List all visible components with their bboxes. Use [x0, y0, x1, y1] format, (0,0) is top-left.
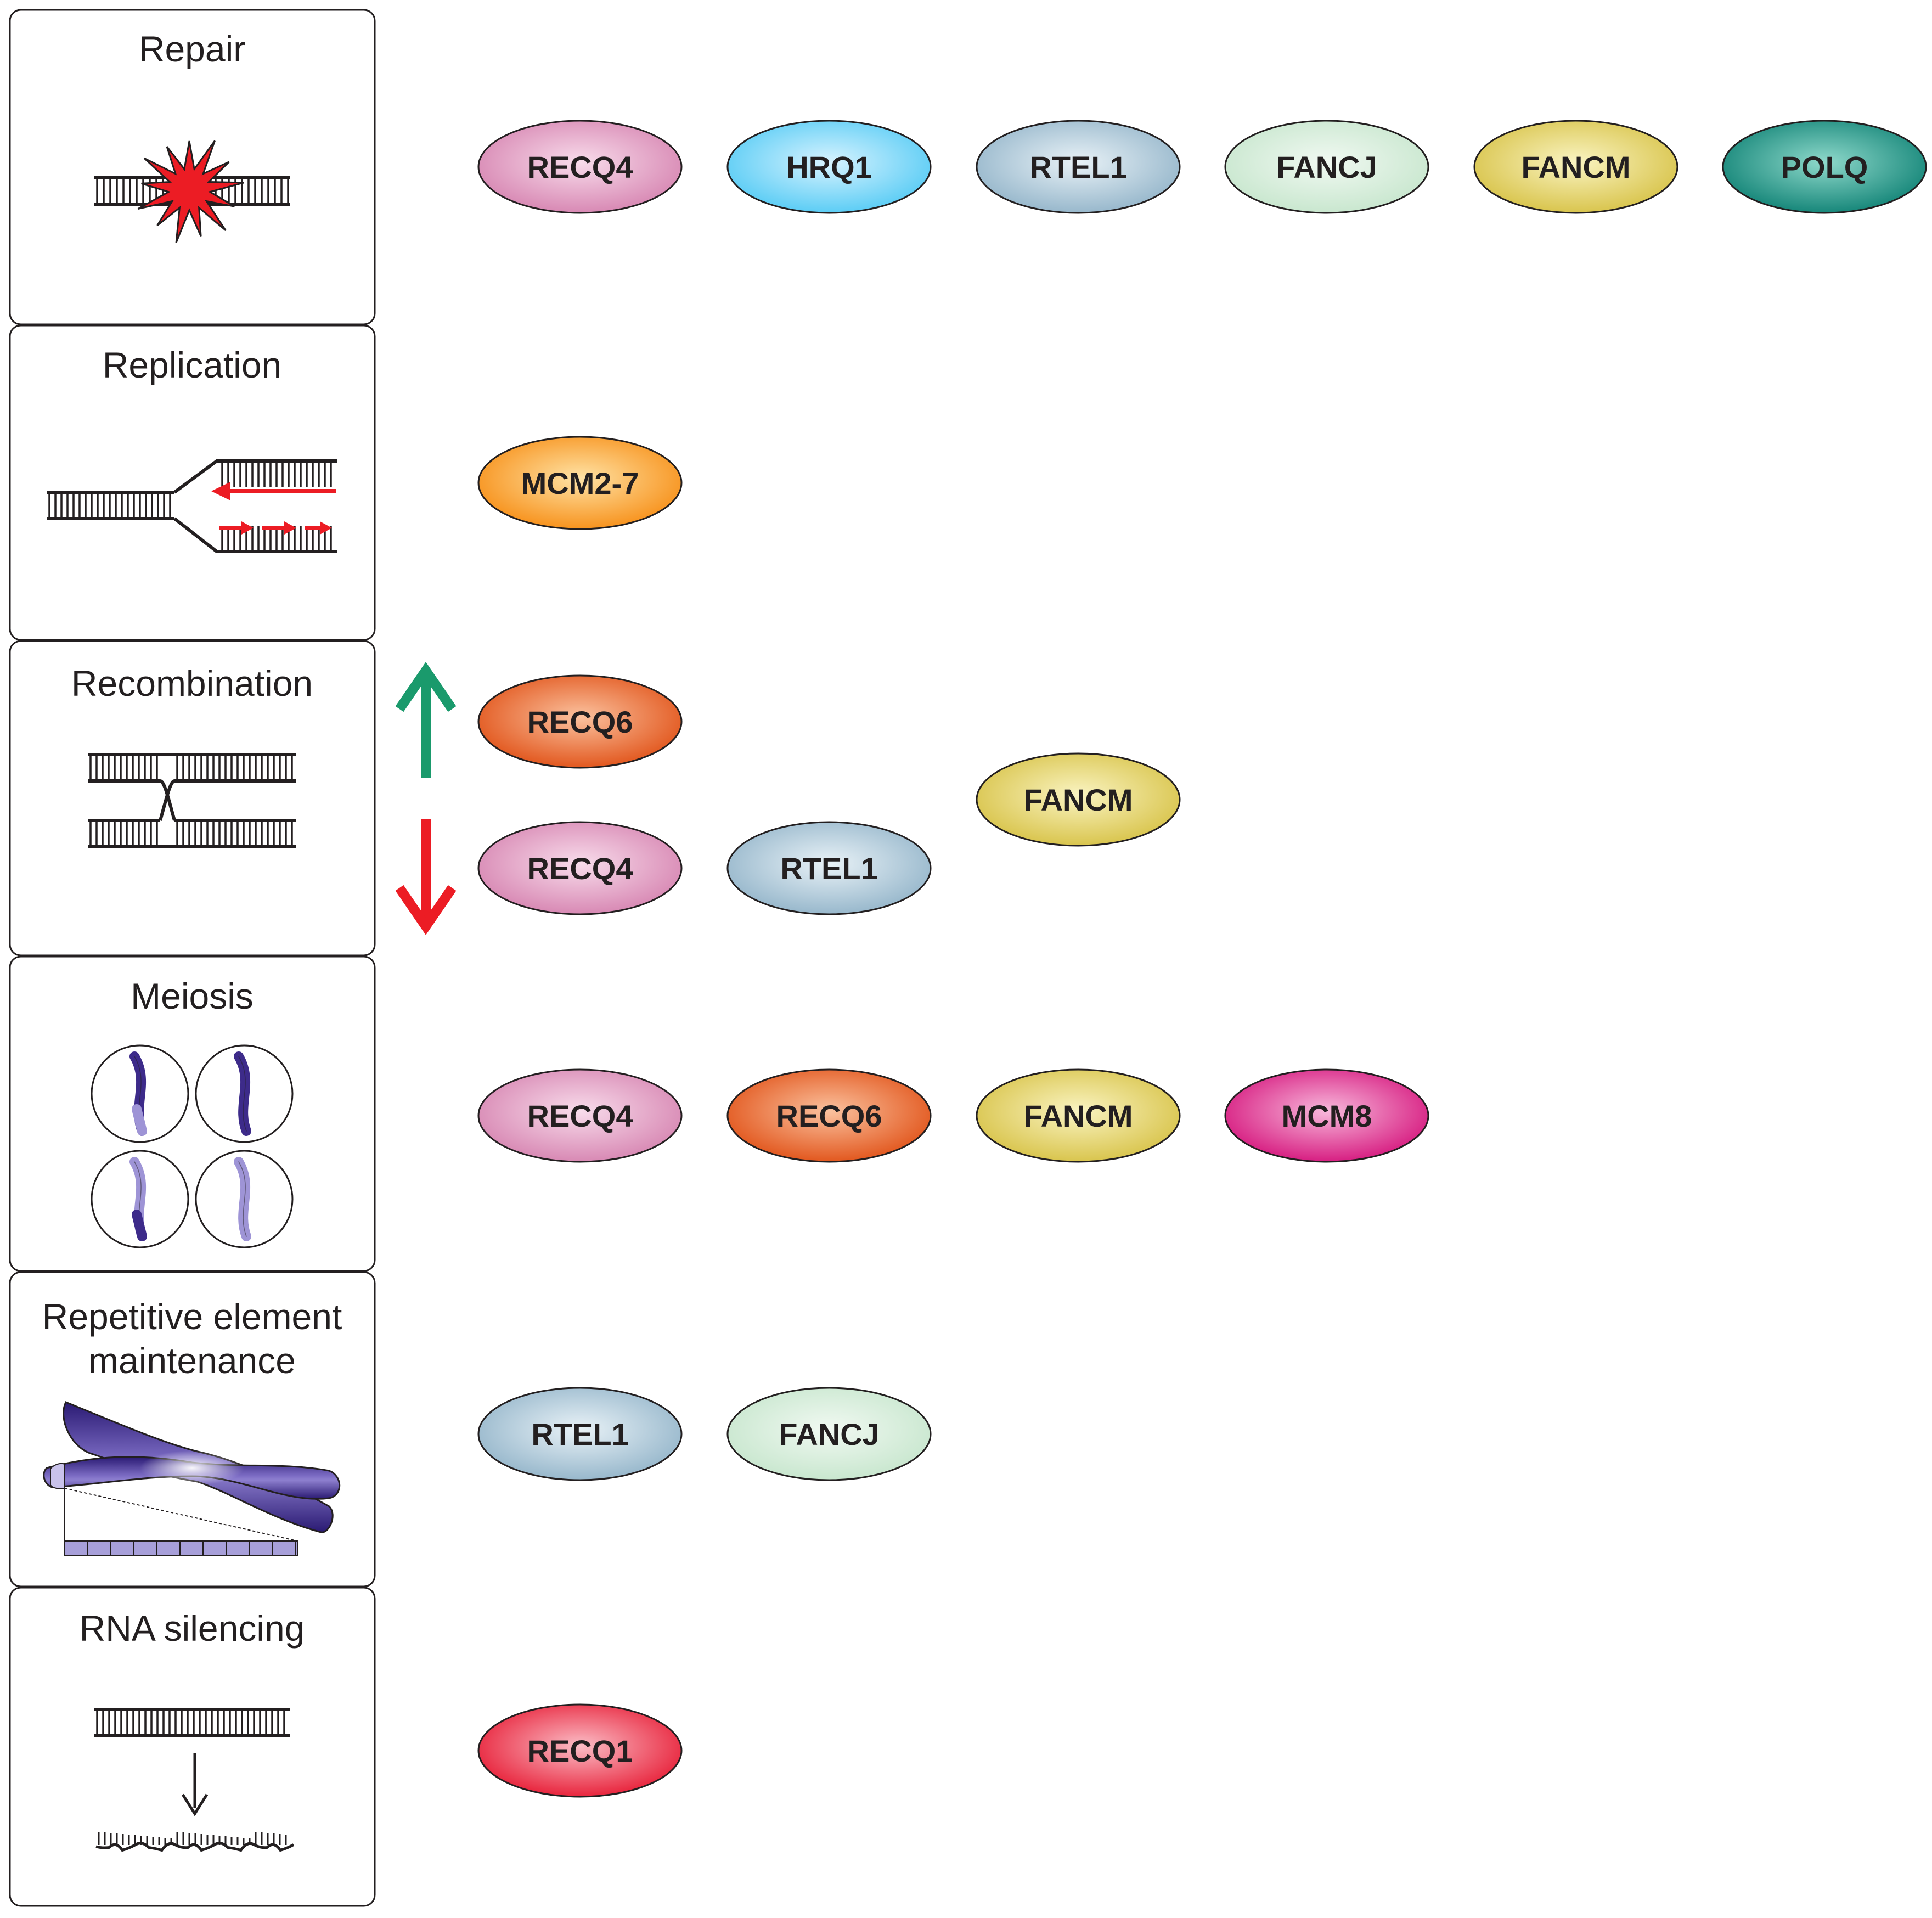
section-title-recombination: Recombination: [71, 663, 313, 704]
helicase-fancm-pill: FANCM: [976, 1068, 1181, 1163]
helicase-recq6-pill: RECQ6: [726, 1068, 932, 1163]
section-panel-replication: Replication: [9, 324, 376, 641]
helicase-recq4-pill: RECQ4: [477, 1068, 683, 1163]
helicase-label: POLQ: [1781, 150, 1868, 184]
helicase-label: HRQ1: [786, 150, 872, 184]
helicase-label: FANCM: [1023, 783, 1133, 817]
helicase-recq6-pill: RECQ6: [477, 674, 683, 769]
helicase-rtel1-pill: RTEL1: [726, 821, 932, 915]
helicase-recq4-pill: RECQ4: [477, 821, 683, 915]
helicase-label: MCM8: [1282, 1099, 1372, 1133]
section-title-repetitive-line2: maintenance: [88, 1340, 296, 1381]
helicase-label: RECQ6: [527, 705, 633, 739]
rna-degradation-icon: [94, 1708, 295, 1852]
helicase-label: RECQ4: [527, 150, 633, 184]
helicase-fancj-pill: FANCJ: [726, 1387, 932, 1481]
section-title-repetitive-line1: Repetitive element: [42, 1296, 342, 1337]
helicase-hrq1-pill: HRQ1: [726, 120, 932, 214]
helicase-label: RECQ4: [527, 851, 633, 886]
helicase-rtel1-pill: RTEL1: [976, 120, 1181, 214]
dna-damage-icon: [94, 140, 290, 243]
helicase-label: RTEL1: [1029, 150, 1126, 184]
helicase-label: RTEL1: [531, 1417, 628, 1452]
promote-arrow-icon: [395, 662, 457, 778]
helicase-polq-pill: POLQ: [1722, 120, 1927, 214]
inhibit-arrow-icon: [395, 819, 457, 935]
chromosome-telomere-icon: [43, 1401, 341, 1556]
section-title-repair: Repair: [139, 29, 245, 69]
section-panel-rna: RNA silencing: [9, 1587, 376, 1907]
helicase-label: FANCM: [1521, 150, 1630, 184]
helicase-label: FANCJ: [779, 1417, 880, 1452]
helicase-fancm-pill: FANCM: [976, 752, 1181, 847]
helicase-label: RTEL1: [780, 851, 877, 886]
helicase-rtel1-pill: RTEL1: [477, 1387, 683, 1481]
helicase-mcm8-pill: MCM8: [1224, 1068, 1429, 1163]
section-title-replication: Replication: [103, 345, 282, 385]
helicase-label: FANCJ: [1276, 150, 1377, 184]
helicase-fancm-pill: FANCM: [1473, 120, 1678, 214]
helicase-mcm2-7-pill: MCM2-7: [477, 436, 683, 530]
meiosis-cells-icon: [91, 1044, 294, 1248]
helicase-label: RECQ4: [527, 1099, 633, 1133]
helicase-recq4-pill: RECQ4: [477, 120, 683, 214]
section-title-rna: RNA silencing: [80, 1608, 305, 1649]
replication-fork-icon: [47, 459, 337, 553]
helicase-fancj-pill: FANCJ: [1224, 120, 1429, 214]
helicase-label: RECQ6: [776, 1099, 882, 1133]
section-panel-meiosis: Meiosis: [9, 955, 376, 1272]
helicase-label: MCM2-7: [521, 466, 639, 500]
helicase-label: RECQ1: [527, 1734, 633, 1768]
section-title-meiosis: Meiosis: [131, 976, 254, 1016]
section-panel-recombination: Recombination: [9, 640, 376, 957]
helicase-label: FANCM: [1023, 1099, 1133, 1133]
helicase-recq1-pill: RECQ1: [477, 1703, 683, 1798]
holliday-junction-icon: [88, 753, 296, 848]
